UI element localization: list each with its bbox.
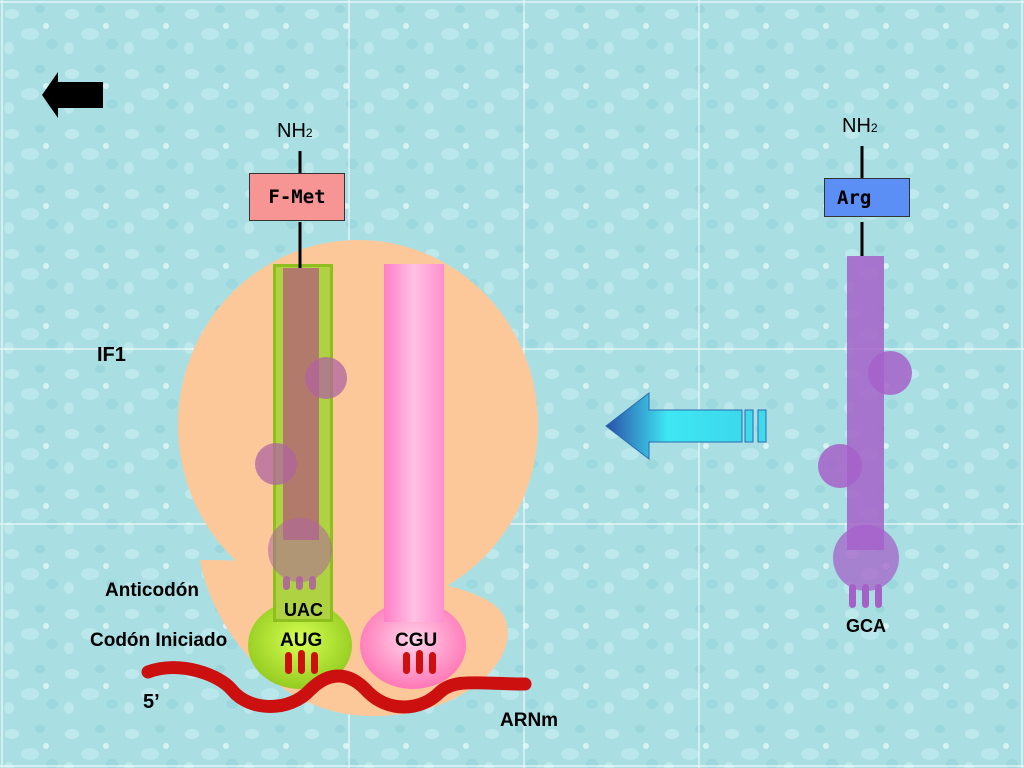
anticodon-label: Anticodón [105,580,199,601]
five-prime-label: 5’ [143,691,160,713]
if1-label: IF1 [97,344,126,366]
nh2-right-label: NH2 [842,116,878,136]
nh2-left-label: NH2 [277,121,313,141]
aug-codon-blob [248,601,352,689]
codon-iniciado-label: Codón Iniciado [90,630,228,651]
uac-label: UAC [284,600,323,620]
arg-amino-acid-box: Arg [824,178,910,217]
block-arrow-left-icon [605,391,767,461]
nh2-right-subscript: 2 [870,121,878,135]
back-arrow-icon[interactable] [42,72,103,118]
cgu-label: CGU [395,630,438,651]
nh2-left-text: NH [277,120,306,142]
fmet-amino-acid-box: F-Met [249,173,345,221]
nh2-right-text: NH [842,115,871,137]
nh2-left-subscript: 2 [305,126,313,140]
cgu-codon-blob [360,601,466,689]
trna-empty-site [384,264,444,622]
aug-label: AUG [280,630,323,651]
mrna-strand [141,650,532,714]
trna-fmet [255,264,347,622]
gca-label: GCA [846,616,886,636]
trna-arg [818,256,912,608]
arnm-label: ARNm [500,710,559,731]
